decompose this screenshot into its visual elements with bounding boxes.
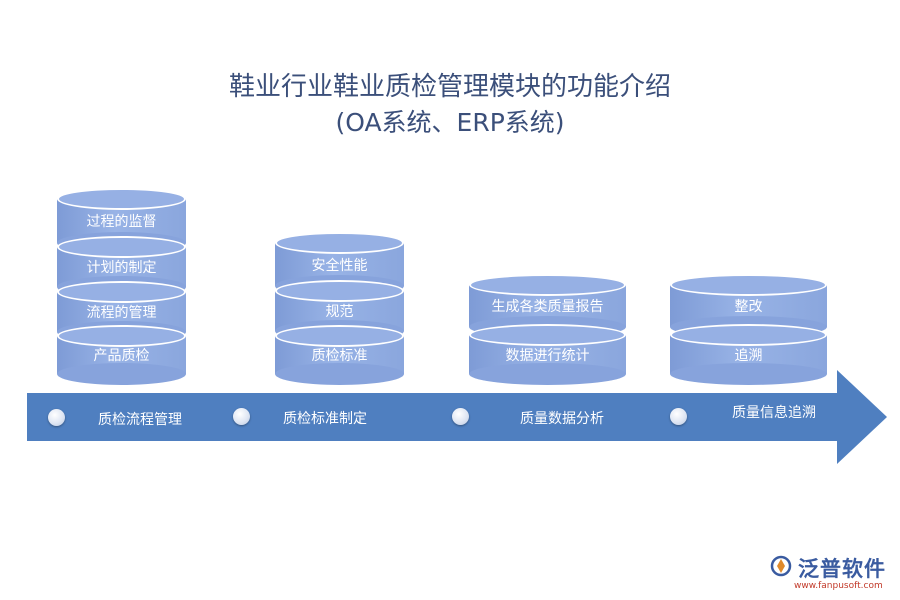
timeline-arrow-body xyxy=(27,393,839,441)
disk-label: 过程的监督 xyxy=(86,214,157,230)
diagram-subtitle: (OA系统、ERP系统) xyxy=(335,108,565,137)
fanpu-logo-icon xyxy=(770,555,792,577)
stack-disk: 整改 xyxy=(670,274,827,338)
timeline-dot xyxy=(452,408,469,425)
timeline-dot xyxy=(670,408,687,425)
timeline-dot xyxy=(48,409,65,426)
logo-name: 泛普软件 xyxy=(798,557,886,581)
timeline-step-label: 质量信息追溯 xyxy=(732,405,816,421)
logo-url: www.fanpusoft.com xyxy=(794,581,883,591)
disk-label: 规范 xyxy=(325,304,354,320)
disk-label: 整改 xyxy=(734,299,763,315)
disk-label: 产品质检 xyxy=(93,348,150,364)
diagram-title: 鞋业行业鞋业质检管理模块的功能介绍 xyxy=(228,72,671,102)
cylinder-stack-3: 生成各类质量报告 数据进行统计 xyxy=(469,274,626,385)
cylinder-stack-4: 整改 追溯 xyxy=(670,274,827,385)
stack-disk: 数据进行统计 xyxy=(469,324,626,385)
cylinder-stack-2: 安全性能 规范 质检标准 xyxy=(275,232,404,385)
timeline-dot xyxy=(233,408,250,425)
timeline-step-label: 质检流程管理 xyxy=(98,412,182,428)
stack-disk: 质检标准 xyxy=(275,325,404,385)
stack-disk: 追溯 xyxy=(670,324,827,385)
timeline-step-label: 质检标准制定 xyxy=(283,411,367,427)
cylinder-stack-1: 过程的监督 计划的制定 流程的管理 产品质检 xyxy=(57,188,186,385)
timeline-arrow-head xyxy=(837,370,887,464)
disk-label: 生成各类质量报告 xyxy=(491,299,604,315)
disk-label: 安全性能 xyxy=(311,257,368,274)
disk-label: 追溯 xyxy=(734,347,763,364)
disk-label: 流程的管理 xyxy=(86,305,157,321)
stack-disk: 产品质检 xyxy=(57,325,186,385)
disk-label: 计划的制定 xyxy=(86,260,157,276)
disk-label: 数据进行统计 xyxy=(505,347,590,364)
timeline-step-label: 质量数据分析 xyxy=(520,411,604,427)
stack-disk: 生成各类质量报告 xyxy=(469,274,626,338)
disk-label: 质检标准 xyxy=(311,348,368,364)
